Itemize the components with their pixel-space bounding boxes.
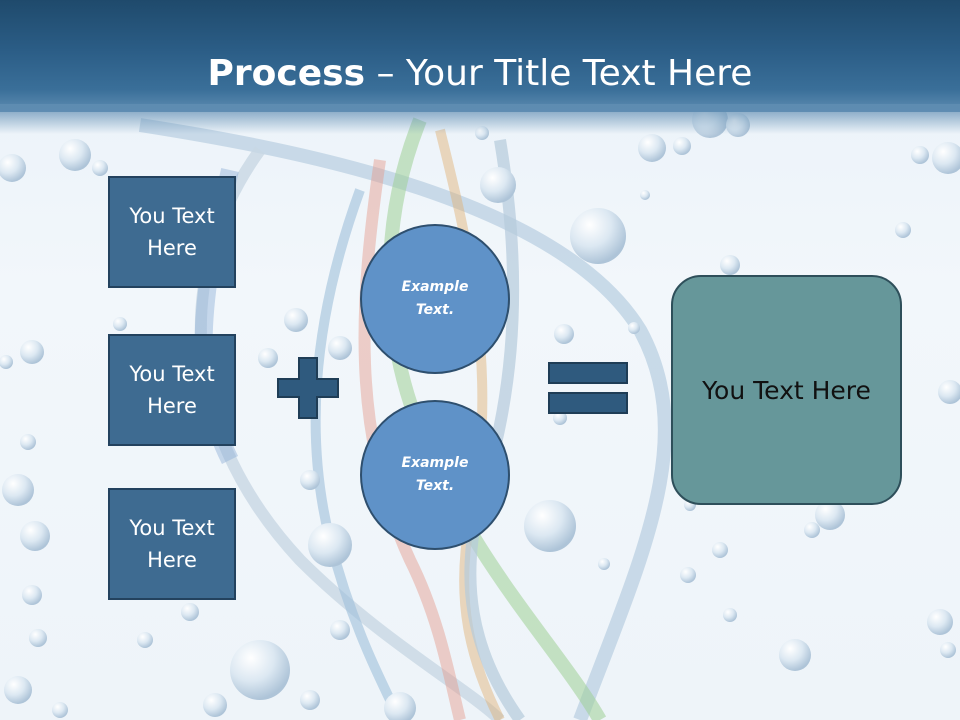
text-box-2: You Text Here — [108, 334, 236, 446]
title-rest: – Your Title Text Here — [365, 53, 753, 94]
text-box-1: You Text Here — [108, 176, 236, 288]
text-box-3: You Text Here — [108, 488, 236, 600]
result-box: You Text Here — [671, 275, 902, 505]
plus-icon — [277, 357, 339, 419]
equals-icon — [548, 362, 628, 414]
title-bar — [0, 0, 960, 112]
example-circle-1: Example Text. — [360, 224, 510, 374]
slide-title: Process – Your Title Text Here — [0, 52, 960, 96]
title-bold: Process — [207, 53, 366, 94]
title-bar-fade — [0, 104, 960, 134]
example-circle-2: Example Text. — [360, 400, 510, 550]
